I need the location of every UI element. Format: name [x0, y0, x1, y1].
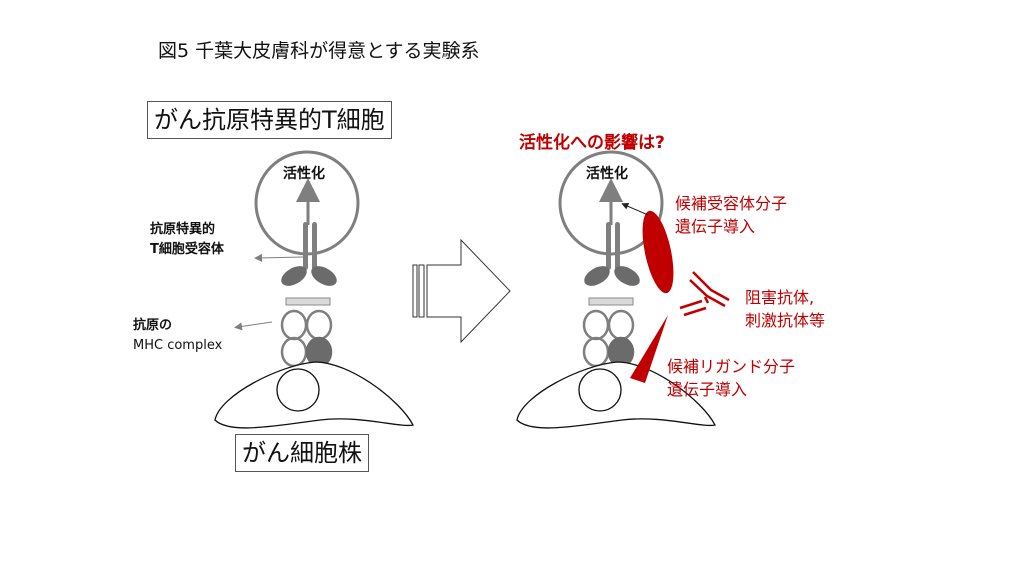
left-t-cell	[234, 150, 360, 368]
tcr-label-line2: T細胞受容体	[150, 242, 224, 257]
tcr-label-line1: 抗原特異的	[150, 222, 216, 237]
figure-title: 図5 千葉大皮膚科が得意とする実験系	[158, 40, 480, 62]
candidate-receptor-shape	[642, 210, 674, 294]
right-cancer-cell	[516, 361, 716, 429]
receptor-label-line2: 遺伝子導入	[675, 217, 756, 236]
right-activation-label: 活性化	[586, 166, 628, 182]
cancer-cell-line-label: がん細胞株	[235, 434, 369, 472]
antibody-icon	[679, 271, 730, 317]
activation-impact-question: 活性化への影響は?	[519, 133, 665, 153]
antibody-label-line2: 刺激抗体等	[745, 311, 826, 330]
left-activation-label: 活性化	[283, 166, 325, 182]
ligand-label-line1: 候補リガンド分子	[667, 357, 796, 376]
mhc-label-line2: MHC complex	[133, 338, 223, 353]
candidate-ligand-shape	[630, 315, 668, 383]
right-t-cell	[558, 150, 664, 368]
t-cell-label: がん抗原特異的T細胞	[147, 101, 392, 139]
transition-arrow	[412, 238, 511, 344]
ligand-label-line2: 遺伝子導入	[667, 380, 748, 399]
mhc-label-line1: 抗原の	[133, 318, 173, 333]
receptor-label-line1: 候補受容体分子	[675, 194, 788, 213]
antibody-label-line1: 阻害抗体,	[745, 288, 815, 307]
left-cancer-cell	[214, 361, 414, 429]
